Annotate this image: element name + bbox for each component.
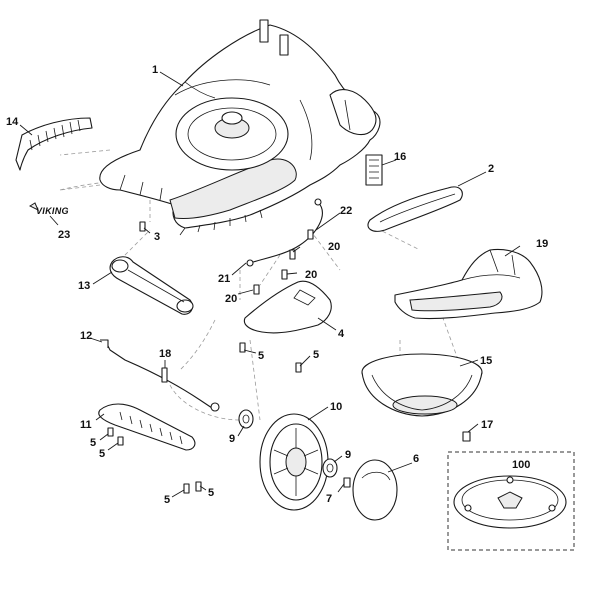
screw-5-c (107, 427, 114, 437)
callout-21: 21 (218, 273, 230, 285)
catcher-chute-part (394, 248, 543, 320)
callout-20-b: 20 (305, 269, 317, 281)
screw-18-part (161, 367, 168, 383)
callout-23: 23 (58, 229, 70, 241)
callout-3: 3 (154, 231, 160, 243)
deck-housing-part (99, 19, 381, 236)
fastener-screws (107, 221, 314, 494)
callout-9-b: 9 (345, 449, 351, 461)
cable-rod-part (246, 198, 323, 267)
callout-5-b: 5 (313, 349, 319, 361)
callout-18: 18 (159, 348, 171, 360)
callout-17: 17 (481, 419, 493, 431)
callout-5-f: 5 (208, 487, 214, 499)
brand-logo-part: VIKING (28, 202, 69, 216)
handle-grip-part (367, 186, 463, 232)
leader-lines (19, 71, 521, 498)
wheel-bolt-part (343, 477, 351, 488)
deflector-strip-part (15, 117, 93, 171)
callout-16: 16 (394, 151, 406, 163)
screw-3 (139, 221, 146, 232)
callout-2: 2 (488, 163, 494, 175)
callout-5-a: 5 (258, 350, 264, 362)
callout-19: 19 (536, 238, 548, 250)
adjust-rail-part (98, 403, 196, 451)
screw-5-a (239, 342, 246, 353)
decal-part (365, 154, 383, 186)
callout-14: 14 (6, 116, 19, 128)
bushing-left-part (238, 409, 254, 429)
callout-5-e: 5 (164, 494, 170, 506)
callout-7: 7 (326, 493, 332, 505)
screw-5-b (295, 362, 302, 373)
bushing-right-part (322, 458, 338, 478)
callout-6: 6 (413, 453, 419, 465)
hub-cap-part (352, 459, 398, 521)
callout-15: 15 (480, 355, 492, 367)
callout-5-c: 5 (90, 437, 96, 449)
callout-13: 13 (78, 280, 90, 292)
callout-22: 22 (340, 205, 352, 217)
wheel-part (259, 413, 329, 511)
callout-12: 12 (80, 330, 92, 342)
brand-logo-text: VIKING (36, 206, 69, 216)
callout-1: 1 (152, 64, 158, 76)
callout-5-d: 5 (99, 448, 105, 460)
screw-20-mid (281, 269, 288, 280)
callout-20-a: 20 (328, 241, 340, 253)
callout-labels: 1 2 3 4 5 5 5 5 5 5 6 7 9 9 10 11 12 13 … (6, 64, 548, 506)
rear-roller-part (109, 256, 194, 315)
plug-17-part (462, 431, 471, 442)
screw-5-d (117, 436, 124, 446)
kit-100-box (447, 451, 575, 551)
callout-10: 10 (330, 401, 342, 413)
discharge-plate-part (243, 280, 332, 334)
screw-20-right (289, 249, 296, 260)
screw-20-left (253, 284, 260, 295)
screw-5-e (183, 483, 190, 494)
callout-20-c: 20 (225, 293, 237, 305)
screw-22 (307, 229, 314, 240)
callout-11: 11 (80, 419, 92, 431)
callout-9-a: 9 (229, 433, 235, 445)
callout-4: 4 (338, 328, 345, 340)
catcher-bowl-part (361, 353, 483, 417)
callout-100: 100 (512, 459, 530, 471)
